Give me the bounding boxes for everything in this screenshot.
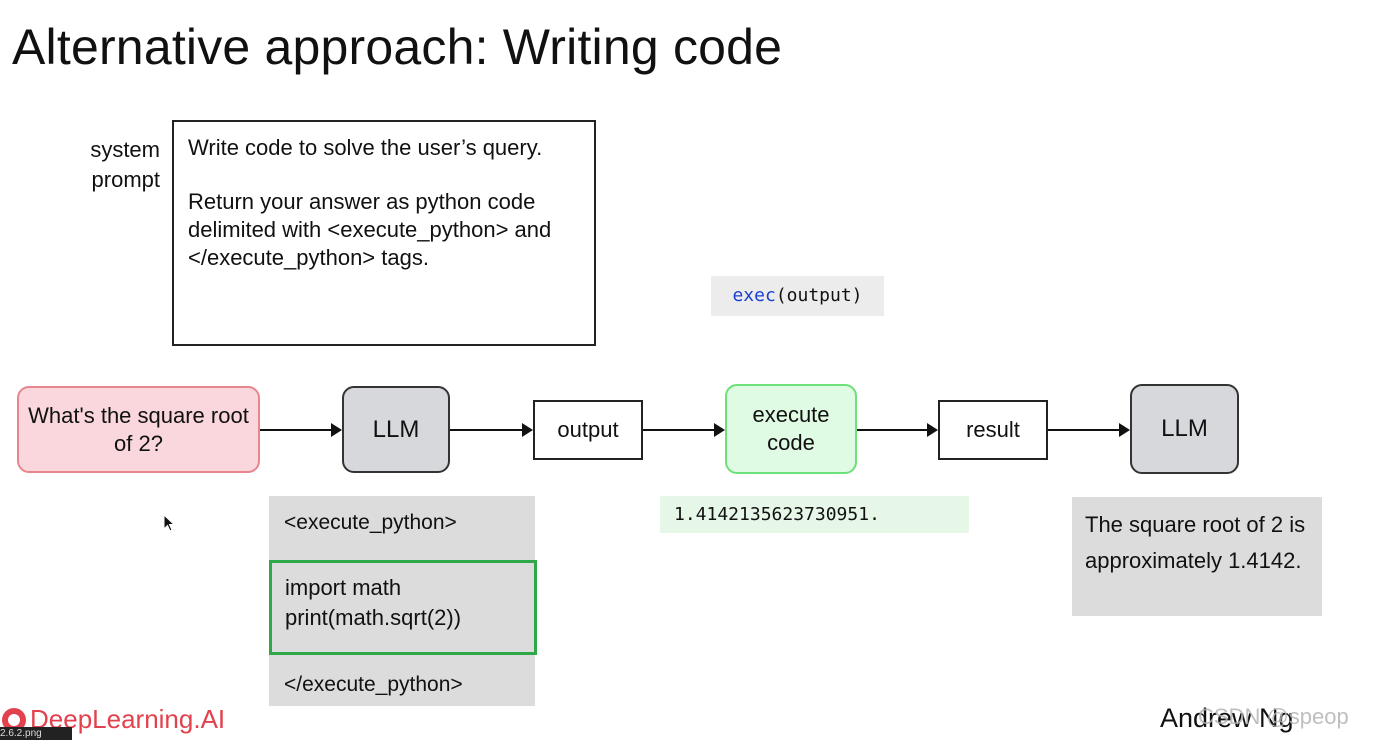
system-prompt-label: system prompt — [90, 137, 160, 192]
code-line-import: import math — [285, 575, 402, 600]
code-close-tag: </execute_python> — [284, 673, 463, 696]
llm-node-first: LLM — [342, 386, 450, 473]
file-tab[interactable]: 2.6.2.png — [0, 727, 72, 740]
exec-keyword: exec — [732, 285, 776, 306]
result-node: result — [938, 400, 1048, 460]
slide-title: Alternative approach: Writing code — [12, 19, 783, 75]
exec-args: (output) — [775, 285, 863, 306]
mouse-cursor-icon — [163, 514, 176, 532]
arrow-question-to-llm — [260, 423, 342, 437]
code-line-print: print(math.sqrt(2)) — [285, 605, 462, 630]
llm-node-second: LLM — [1130, 384, 1239, 474]
user-question-node: What's the square root of 2? — [17, 386, 260, 473]
code-open-tag: <execute_python> — [284, 511, 457, 534]
system-prompt-line2: Return your answer as python code delimi… — [188, 189, 552, 270]
arrow-execute-to-result — [857, 423, 938, 437]
execution-result: 1.4142135623730951. — [660, 496, 969, 533]
python-code-block: import math print(math.sqrt(2)) — [269, 560, 537, 655]
watermark: CSDN @speop — [1198, 704, 1349, 729]
final-answer-panel: The square root of 2 is approximately 1.… — [1072, 497, 1322, 616]
system-prompt-line1: Write code to solve the user’s query. — [188, 135, 543, 160]
exec-call-chip: exec(output) — [711, 276, 884, 316]
output-node: output — [533, 400, 643, 460]
arrow-output-to-execute — [643, 423, 725, 437]
system-prompt-box: Write code to solve the user’s query. Re… — [172, 120, 596, 346]
arrow-llm-to-output — [450, 423, 533, 437]
arrow-result-to-llm — [1048, 423, 1130, 437]
execute-code-node: execute code — [725, 384, 857, 474]
author-name: Andrew Ng — [1160, 703, 1294, 733]
